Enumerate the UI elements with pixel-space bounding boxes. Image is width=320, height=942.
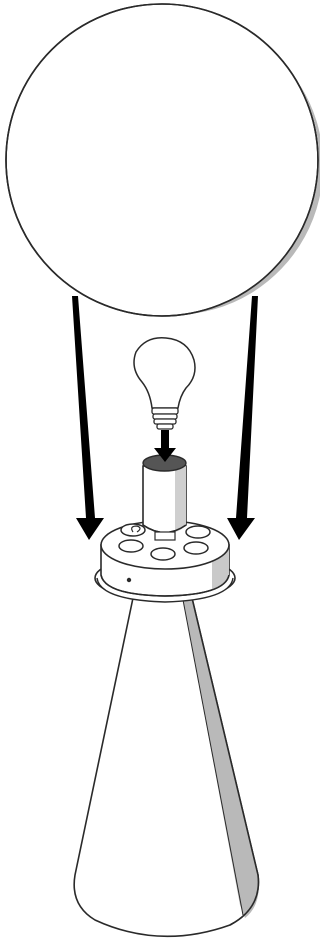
globe-outline (5, 3, 319, 317)
holder-holes (118, 523, 211, 561)
bulb-socket (142, 454, 187, 541)
lamp-base-shading (183, 598, 259, 918)
left-arrow (72, 296, 104, 540)
bulb-base (151, 407, 179, 430)
right-arrow (227, 296, 258, 540)
holder-screw (126, 577, 132, 583)
lamp-base (73, 597, 260, 938)
globe-shade (5, 3, 320, 317)
bulb-arrow (154, 430, 176, 462)
socket-holder (94, 520, 236, 603)
bulb-glass (133, 337, 196, 409)
light-bulb (133, 337, 196, 430)
